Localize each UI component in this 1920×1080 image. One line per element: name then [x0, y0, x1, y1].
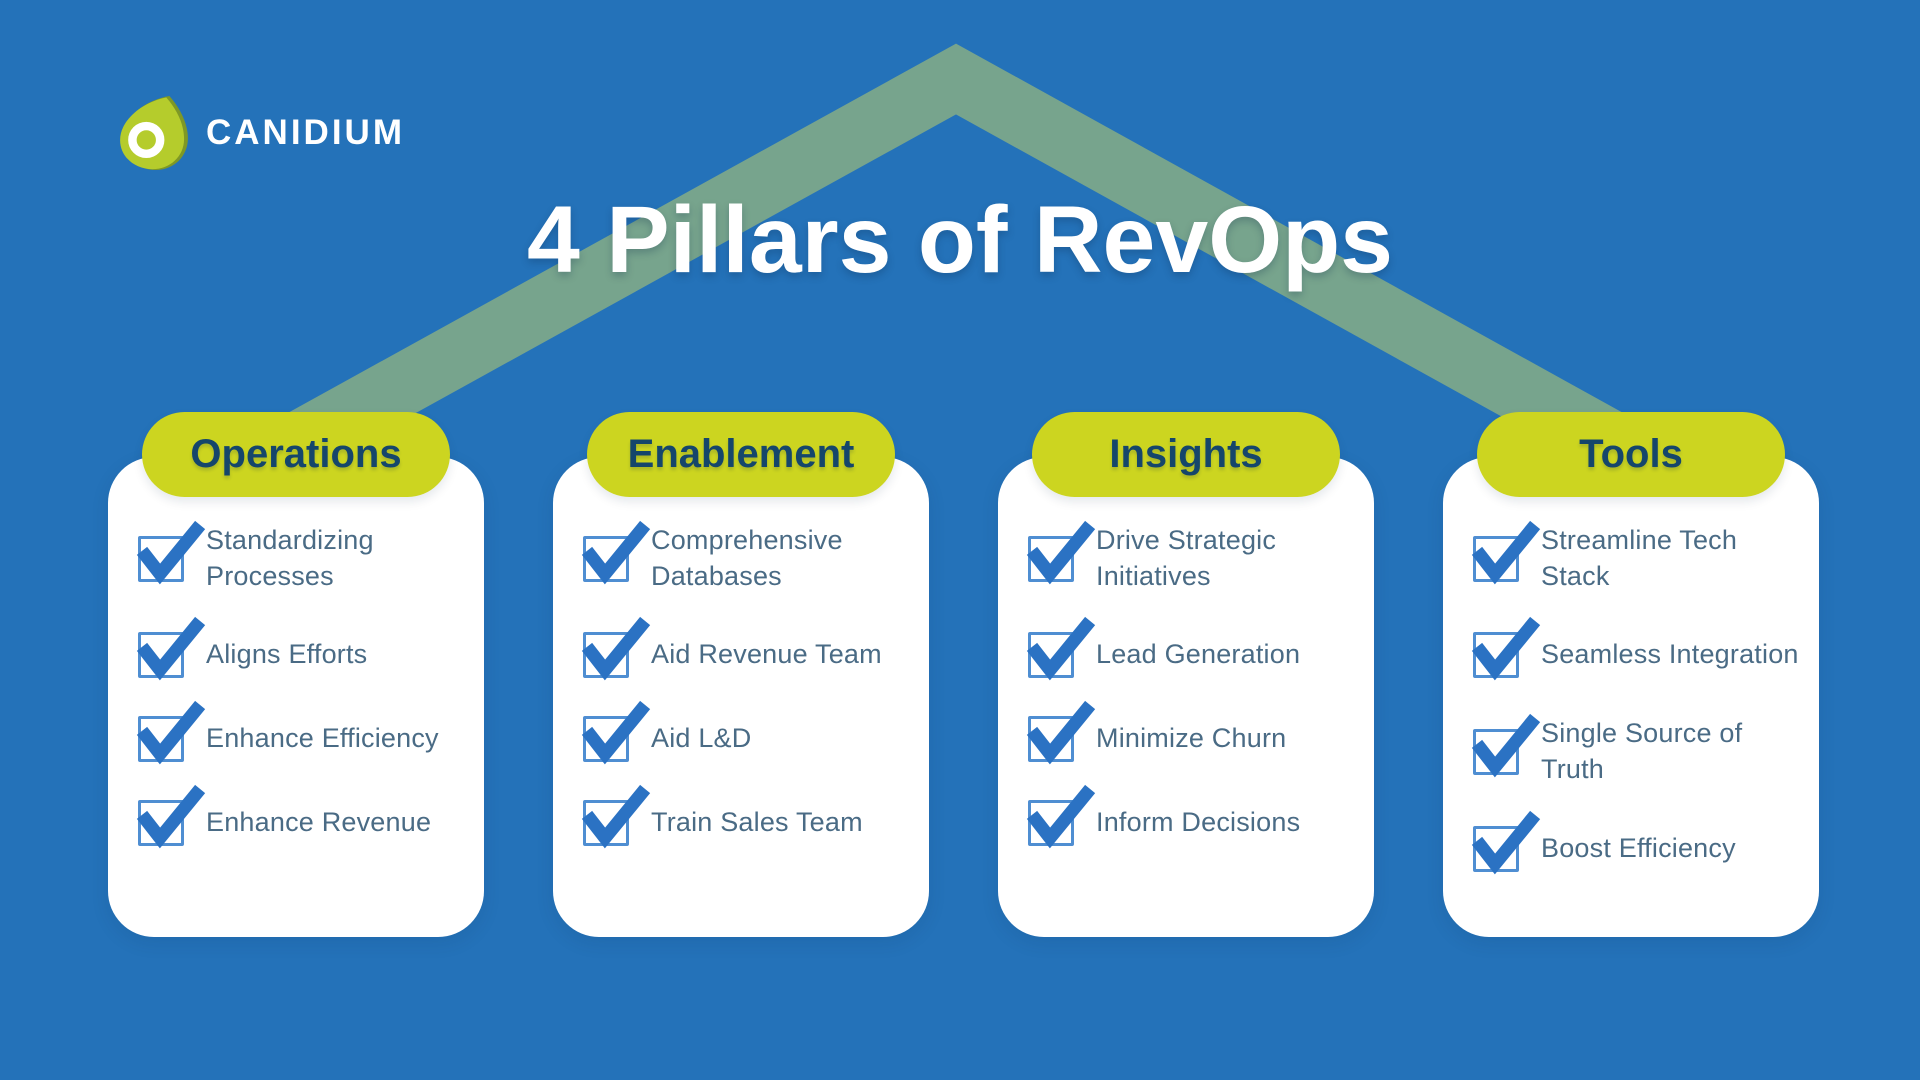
- checkmark-icon: [581, 701, 651, 765]
- checked-checkbox-icon: [136, 617, 206, 681]
- checkmark-icon: [1471, 713, 1541, 778]
- list-item-label: Lead Generation: [1096, 639, 1301, 670]
- checkmark-icon: [581, 785, 651, 849]
- checked-checkbox-icon: [1026, 520, 1096, 585]
- list-item-label: Comprehensive Databases: [651, 525, 843, 591]
- list-item: Enhance Revenue: [136, 785, 470, 849]
- checked-checkbox-icon: [581, 785, 651, 849]
- checked-checkbox-icon: [1471, 713, 1541, 778]
- list-item-label: Inform Decisions: [1096, 807, 1301, 838]
- pillar-card: Enablement Comprehensive Databases: [553, 412, 929, 937]
- checked-checkbox-icon: [1026, 785, 1096, 849]
- pillar-card: Insights Drive Strategic Initiatives: [998, 412, 1374, 937]
- list-item-label: Standardizing Processes: [206, 525, 374, 591]
- pillar-header: Tools: [1477, 412, 1785, 497]
- pillar-item-list: Streamline Tech Stack Seamless Integrati…: [1443, 457, 1819, 874]
- list-item: Standardizing Processes: [136, 520, 470, 594]
- checkmark-icon: [1026, 785, 1096, 849]
- checked-checkbox-icon: [136, 701, 206, 765]
- list-item-label: Seamless Integration: [1541, 639, 1799, 670]
- pillar-card: Tools Streamline Tech Stack: [1443, 412, 1819, 937]
- checkmark-icon: [1026, 617, 1096, 681]
- checked-checkbox-icon: [136, 520, 206, 585]
- list-item-label: Enhance Efficiency: [206, 723, 439, 754]
- checkmark-icon: [1471, 520, 1541, 585]
- checkmark-icon: [136, 785, 206, 849]
- list-item: Minimize Churn: [1026, 701, 1360, 765]
- pillar-header-label: Tools: [1579, 432, 1683, 476]
- list-item: Comprehensive Databases: [581, 520, 915, 594]
- list-item: Streamline Tech Stack: [1471, 520, 1805, 594]
- checked-checkbox-icon: [581, 701, 651, 765]
- list-item-label: Single Source of Truth: [1541, 718, 1743, 784]
- checkmark-icon: [1471, 617, 1541, 681]
- list-item: Seamless Integration: [1471, 617, 1805, 681]
- checkmark-icon: [581, 617, 651, 681]
- pillar-header-label: Operations: [190, 432, 402, 476]
- list-item: Aligns Efforts: [136, 617, 470, 681]
- checkmark-icon: [136, 617, 206, 681]
- checked-checkbox-icon: [581, 520, 651, 585]
- list-item: Single Source of Truth: [1471, 713, 1805, 787]
- list-item-label: Train Sales Team: [651, 807, 863, 838]
- checked-checkbox-icon: [1026, 617, 1096, 681]
- pillar-header: Operations: [142, 412, 450, 497]
- list-item: Inform Decisions: [1026, 785, 1360, 849]
- checkmark-icon: [581, 520, 651, 585]
- list-item: Boost Efficiency: [1471, 810, 1805, 874]
- list-item-label: Aid L&D: [651, 723, 752, 754]
- pillar-header-label: Enablement: [627, 432, 855, 476]
- pillar-cards: Operations Standardizing Processes: [108, 412, 1819, 937]
- list-item-label: Minimize Churn: [1096, 723, 1287, 754]
- checkmark-icon: [136, 520, 206, 585]
- canidium-leaf-logo-icon: [120, 96, 188, 170]
- list-item: Enhance Efficiency: [136, 701, 470, 765]
- pillar-header: Enablement: [587, 412, 895, 497]
- checkmark-icon: [136, 701, 206, 765]
- list-item-label: Aligns Efforts: [206, 639, 368, 670]
- checkmark-icon: [1026, 520, 1096, 585]
- pillar-card: Operations Standardizing Processes: [108, 412, 484, 937]
- brand-logo: CANIDIUM: [120, 96, 405, 170]
- checkmark-icon: [1026, 701, 1096, 765]
- checked-checkbox-icon: [136, 785, 206, 849]
- list-item: Aid L&D: [581, 701, 915, 765]
- checked-checkbox-icon: [1471, 520, 1541, 585]
- list-item-label: Enhance Revenue: [206, 807, 432, 838]
- list-item: Drive Strategic Initiatives: [1026, 520, 1360, 594]
- checked-checkbox-icon: [1471, 617, 1541, 681]
- list-item: Train Sales Team: [581, 785, 915, 849]
- list-item-label: Drive Strategic Initiatives: [1096, 525, 1277, 591]
- list-item: Lead Generation: [1026, 617, 1360, 681]
- list-item-label: Aid Revenue Team: [651, 639, 882, 670]
- pillar-item-list: Comprehensive Databases Aid Revenue Team: [553, 457, 929, 849]
- roof-band: [250, 43, 1671, 494]
- checkmark-icon: [1471, 810, 1541, 874]
- pillar-item-list: Standardizing Processes Aligns Efforts: [108, 457, 484, 849]
- pillar-header: Insights: [1032, 412, 1340, 497]
- checked-checkbox-icon: [581, 617, 651, 681]
- brand-name: CANIDIUM: [206, 113, 405, 152]
- pillar-header-label: Insights: [1109, 432, 1263, 476]
- pillar-item-list: Drive Strategic Initiatives Lead Generat…: [998, 457, 1374, 849]
- page-title: 4 Pillars of RevOps: [527, 187, 1393, 293]
- list-item: Aid Revenue Team: [581, 617, 915, 681]
- list-item-label: Boost Efficiency: [1541, 832, 1736, 863]
- checked-checkbox-icon: [1026, 701, 1096, 765]
- checked-checkbox-icon: [1471, 810, 1541, 874]
- list-item-label: Streamline Tech Stack: [1541, 525, 1738, 591]
